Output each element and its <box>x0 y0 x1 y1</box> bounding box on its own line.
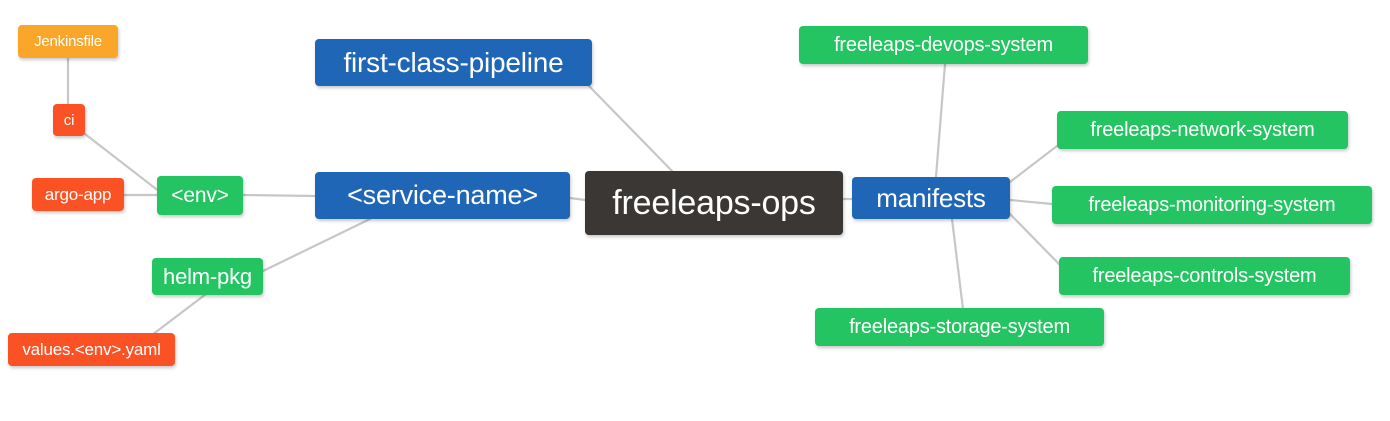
node-label-monitoring-system: freeleaps-monitoring-system <box>1088 194 1336 216</box>
node-label-values-yaml: values.<env>.yaml <box>22 340 161 359</box>
node-ci[interactable]: ci <box>53 104 85 136</box>
edge-manifests-devops <box>934 62 947 179</box>
node-label-root: freeleaps-ops <box>612 184 816 222</box>
node-freeleaps-network-system[interactable]: freeleaps-network-system <box>1057 111 1348 149</box>
node-freeleaps-storage-system[interactable]: freeleaps-storage-system <box>815 308 1104 346</box>
node-label-service-name: <service-name> <box>347 180 538 210</box>
edge-servicename-helmpkg <box>261 217 372 273</box>
edge-manifests-monitoring <box>1008 198 1054 206</box>
edge-env-servicename <box>241 193 317 198</box>
edge-servicename-root <box>568 196 587 202</box>
node-label-jenkinsfile: Jenkinsfile <box>34 33 102 50</box>
node-label-manifests: manifests <box>876 183 986 213</box>
node-label-storage-system: freeleaps-storage-system <box>849 316 1070 338</box>
edge-manifests-storage <box>950 217 965 311</box>
node-label-devops-system: freeleaps-devops-system <box>834 34 1053 56</box>
node-values-yaml[interactable]: values.<env>.yaml <box>8 333 175 366</box>
node-freeleaps-controls-system[interactable]: freeleaps-controls-system <box>1059 257 1350 295</box>
node-label-argo-app: argo-app <box>44 185 112 204</box>
node-freeleaps-monitoring-system[interactable]: freeleaps-monitoring-system <box>1052 186 1372 224</box>
node-service-name[interactable]: <service-name> <box>315 172 570 219</box>
node-label-env: <env> <box>171 184 229 207</box>
node-manifests[interactable]: manifests <box>852 177 1010 219</box>
node-argo-app[interactable]: argo-app <box>32 178 124 211</box>
edge-helmpkg-values <box>150 292 208 337</box>
edge-firstclasspipeline-root <box>587 84 674 173</box>
node-label-first-class-pipeline: first-class-pipeline <box>343 46 564 78</box>
node-jenkinsfile[interactable]: Jenkinsfile <box>18 25 118 58</box>
edge-manifests-network <box>1008 144 1059 184</box>
node-first-class-pipeline[interactable]: first-class-pipeline <box>315 39 592 86</box>
node-helm-pkg[interactable]: helm-pkg <box>152 258 263 295</box>
node-label-network-system: freeleaps-network-system <box>1090 119 1315 141</box>
node-label-helm-pkg: helm-pkg <box>163 263 252 289</box>
node-root-freeleaps-ops[interactable]: freeleaps-ops <box>585 171 843 235</box>
node-freeleaps-devops-system[interactable]: freeleaps-devops-system <box>799 26 1088 64</box>
node-env[interactable]: <env> <box>157 176 243 215</box>
node-label-controls-system: freeleaps-controls-system <box>1092 265 1317 287</box>
node-label-ci: ci <box>63 111 75 129</box>
